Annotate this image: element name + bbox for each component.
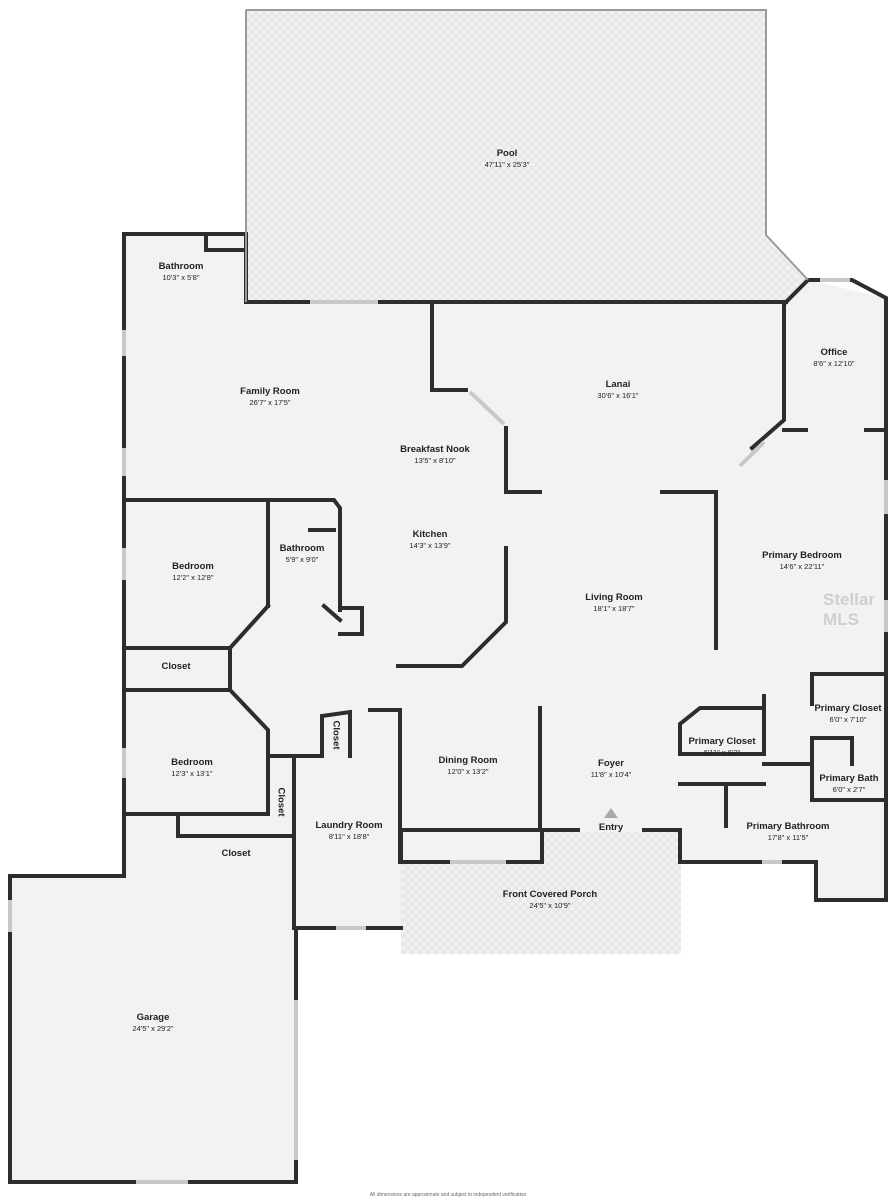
interior-walls [122, 232, 888, 930]
room-label-closet-1: Closet [161, 661, 191, 672]
room-label-closet-small: Closet [330, 720, 342, 750]
footnote: All dimensions are approximate and subje… [369, 1192, 527, 1198]
pool-area [246, 10, 808, 302]
room-label-closet-tall: Closet [275, 787, 287, 817]
entry-label: Entry [598, 822, 624, 833]
entry-arrow-icon [604, 808, 618, 818]
windows [8, 278, 888, 1184]
pool-enclosure [245, 9, 809, 302]
interior-floor [10, 234, 886, 1182]
watermark: Stellar MLS [823, 590, 875, 629]
room-label-closet-3: Closet [221, 848, 251, 859]
